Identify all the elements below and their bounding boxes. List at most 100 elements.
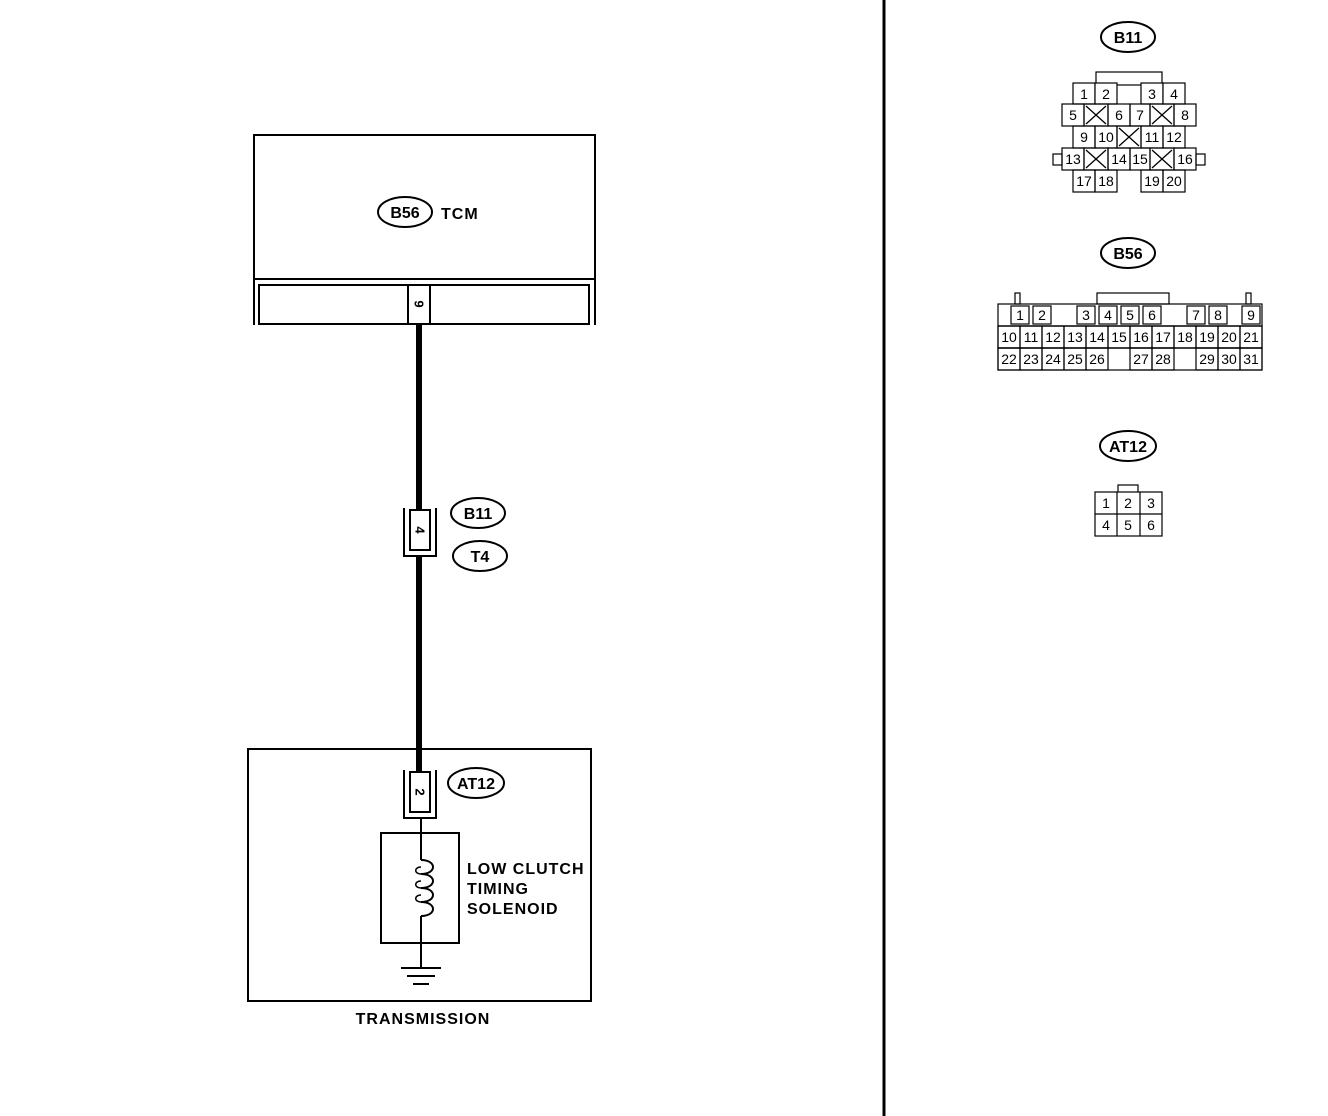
b56-pin-cell <box>1085 347 1109 371</box>
b56-pin-cell <box>1120 305 1140 325</box>
b11-tag <box>450 497 506 529</box>
b56-pin-number: 21 <box>1243 329 1259 345</box>
b56-pin-number: 15 <box>1111 329 1127 345</box>
b11-connector-face: B11 1 2 3 4 5 6 7 8 9 10 11 12 <box>1052 21 1206 193</box>
svg-text:9: 9 <box>1080 129 1088 145</box>
b56-pin-number: 5 <box>1126 307 1134 323</box>
b56-pin-number: 27 <box>1133 351 1149 367</box>
b56-pin-number: 9 <box>1247 307 1255 323</box>
b56-pin-cell <box>1098 305 1118 325</box>
svg-text:16: 16 <box>1177 151 1193 167</box>
svg-text:12: 12 <box>1166 129 1182 145</box>
svg-text:1: 1 <box>1102 495 1110 511</box>
svg-text:4: 4 <box>1102 517 1110 533</box>
svg-text:1: 1 <box>1080 86 1088 102</box>
b56-pin-number: 17 <box>1155 329 1171 345</box>
b56-pin-cell <box>1186 305 1206 325</box>
svg-text:15: 15 <box>1132 151 1148 167</box>
tcm-pin-cell <box>407 284 431 325</box>
b56-pin-cell <box>1208 305 1228 325</box>
b56-pin-number: 28 <box>1155 351 1171 367</box>
at12-tag <box>447 767 505 799</box>
at12-pin-number: 2 <box>413 788 428 795</box>
joint-connector: 4 B11 T4 <box>403 497 508 572</box>
b56-pin-number: 1 <box>1016 307 1024 323</box>
at12-connector-face: AT12 1 2 3 4 5 6 <box>1094 430 1163 537</box>
tcm-label: TCM <box>441 206 479 223</box>
b56-pin-number: 4 <box>1104 307 1112 323</box>
at12-title: AT12 <box>1109 439 1147 456</box>
svg-text:5: 5 <box>1124 517 1132 533</box>
svg-text:2: 2 <box>1102 86 1110 102</box>
b56-pin-number: 24 <box>1045 351 1061 367</box>
svg-text:7: 7 <box>1136 107 1144 123</box>
joint-pin-number: 4 <box>413 526 428 534</box>
b11-title: B11 <box>1114 30 1143 47</box>
b56-pin-number: 31 <box>1243 351 1259 367</box>
b56-pin-number: 3 <box>1082 307 1090 323</box>
b56-pin-cell <box>1010 305 1030 325</box>
joint-connector-a: B11 <box>464 506 493 523</box>
b56-pin-number: 14 <box>1089 329 1105 345</box>
b56-pin-cell <box>1151 347 1175 371</box>
svg-text:14: 14 <box>1111 151 1127 167</box>
b56-pin-number: 30 <box>1221 351 1237 367</box>
svg-text:3: 3 <box>1148 86 1156 102</box>
at12-pin-cell <box>409 771 431 813</box>
tcm-connector-tag <box>377 196 433 228</box>
svg-text:4: 4 <box>1170 86 1178 102</box>
b56-pin-number: 10 <box>1001 329 1017 345</box>
svg-text:6: 6 <box>1115 107 1123 123</box>
b56-pin-number: 11 <box>1024 329 1039 345</box>
b56-pin-number: 16 <box>1133 329 1149 345</box>
svg-text:11: 11 <box>1145 129 1160 145</box>
svg-text:8: 8 <box>1181 107 1189 123</box>
b56-pin-number: 7 <box>1192 307 1200 323</box>
b56-title: B56 <box>1113 246 1142 263</box>
b56-pin-number: 2 <box>1038 307 1046 323</box>
at12-connector-id: AT12 <box>457 776 495 793</box>
svg-text:13: 13 <box>1065 151 1081 167</box>
svg-text:17: 17 <box>1076 173 1092 189</box>
b56-pin-cell <box>1142 305 1162 325</box>
transmission-label: TRANSMISSION <box>356 1011 491 1028</box>
svg-text:18: 18 <box>1098 173 1114 189</box>
b56-pin-cell <box>1076 305 1096 325</box>
svg-text:20: 20 <box>1166 173 1182 189</box>
svg-text:2: 2 <box>1124 495 1132 511</box>
solenoid-coil-icon <box>420 859 434 917</box>
b56-pin-number: 6 <box>1148 307 1156 323</box>
b56-pin-number: 26 <box>1089 351 1105 367</box>
transmission-unit: TRANSMISSION 2 AT12 LOW CLUTCH TIMING SO… <box>247 748 592 1028</box>
svg-text:6: 6 <box>1147 517 1155 533</box>
solenoid-label-line-2: TIMING <box>467 881 529 898</box>
b56-pin-number: 23 <box>1023 351 1039 367</box>
tcm-connector-id: B56 <box>390 205 419 222</box>
tcm-pin-number: 9 <box>412 300 427 307</box>
b56-pin-number: 12 <box>1045 329 1061 345</box>
b56-pin-number: 13 <box>1067 329 1083 345</box>
svg-text:3: 3 <box>1147 495 1155 511</box>
b56-pin-cell <box>1241 305 1261 325</box>
b56-pin-number: 29 <box>1199 351 1215 367</box>
b56-pin-cell <box>1032 305 1052 325</box>
t4-tag <box>452 540 508 572</box>
b56-pin-number: 22 <box>1001 351 1017 367</box>
solenoid-label-line-3: SOLENOID <box>467 901 559 918</box>
b56-pin-cell <box>1239 347 1263 371</box>
tcm-unit: 9 B56 TCM <box>253 134 596 325</box>
b56-pin-number: 19 <box>1199 329 1215 345</box>
b56-pin-number: 18 <box>1177 329 1193 345</box>
joint-connector-b: T4 <box>471 549 490 566</box>
b56-pin-number: 8 <box>1214 307 1222 323</box>
svg-text:5: 5 <box>1069 107 1077 123</box>
svg-text:19: 19 <box>1144 173 1160 189</box>
b56-pin-number: 20 <box>1221 329 1237 345</box>
b56-pin-number: 25 <box>1067 351 1083 367</box>
joint-pin-cell <box>409 509 431 551</box>
ground-icon <box>401 967 441 985</box>
svg-text:10: 10 <box>1098 129 1114 145</box>
solenoid-label-line-1: LOW CLUTCH <box>467 861 585 878</box>
